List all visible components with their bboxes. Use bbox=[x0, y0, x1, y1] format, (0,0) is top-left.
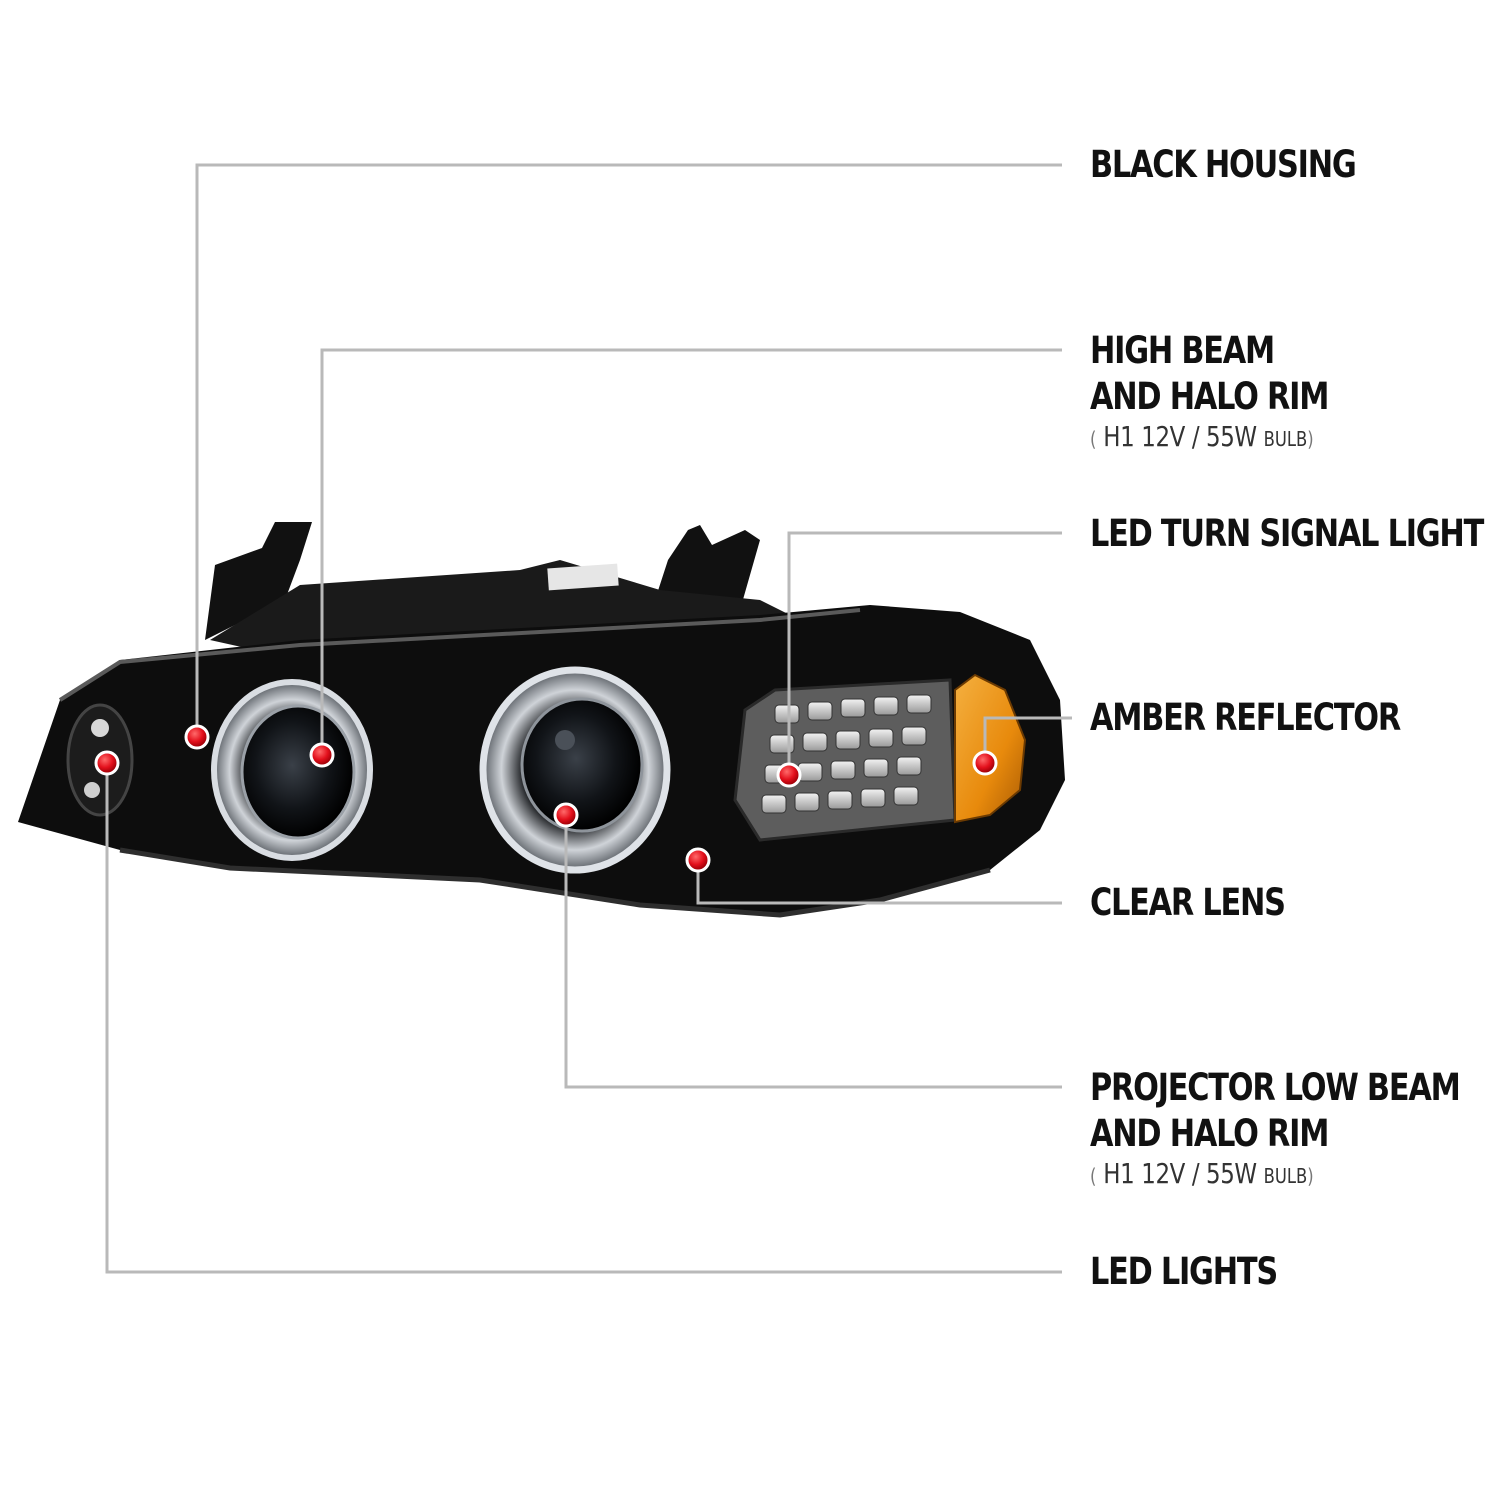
bulb-spec: ( H1 12V / 55W BULB) bbox=[1090, 420, 1328, 456]
marker-led-lights bbox=[94, 750, 120, 776]
spec-unit: BULB bbox=[1263, 427, 1308, 451]
marker-clear-lens bbox=[685, 847, 711, 873]
headlight-assembly bbox=[18, 522, 1065, 918]
label-text: LED LIGHTS bbox=[1090, 1250, 1278, 1293]
leader-line-amber-reflector bbox=[983, 716, 1072, 763]
label-led-turn-signal: LED TURN SIGNAL LIGHT bbox=[1090, 511, 1484, 557]
spec-open: ( bbox=[1090, 1164, 1097, 1188]
spec-close: ) bbox=[1307, 427, 1314, 451]
amber-reflector-shape bbox=[954, 673, 1027, 824]
spec-main: H1 12V / 55W bbox=[1103, 420, 1257, 453]
leader-line-projector-low-beam bbox=[564, 815, 1062, 1089]
label-text: LED TURN SIGNAL LIGHT bbox=[1090, 512, 1484, 555]
spec-main: H1 12V / 55W bbox=[1103, 1157, 1257, 1190]
label-line-2: AND HALO RIM bbox=[1090, 1112, 1329, 1155]
led-bulb bbox=[91, 719, 109, 737]
label-text: AMBER REFLECTOR bbox=[1090, 696, 1401, 739]
led-bulb bbox=[84, 782, 100, 798]
mounting-bracket-left bbox=[205, 522, 312, 640]
label-text: CLEAR LENS bbox=[1090, 881, 1286, 924]
marker-amber-reflector bbox=[972, 750, 998, 776]
low-beam-projector-lens bbox=[520, 697, 644, 833]
callout-markers bbox=[94, 724, 998, 873]
marker-projector-low-beam bbox=[553, 802, 579, 828]
label-line-1: PROJECTOR LOW BEAM bbox=[1090, 1066, 1461, 1109]
housing-sticker bbox=[547, 563, 619, 591]
leader-line-black-housing bbox=[195, 163, 1062, 737]
marker-black-housing bbox=[184, 724, 210, 750]
chrome-trim bbox=[58, 608, 861, 702]
spec-close: ) bbox=[1307, 1164, 1314, 1188]
spec-open: ( bbox=[1090, 427, 1097, 451]
projector-glint bbox=[555, 730, 575, 750]
leader-line-led-turn-signal bbox=[787, 531, 1062, 775]
marker-led-turn-signal bbox=[776, 762, 802, 788]
marker-high-beam bbox=[309, 742, 335, 768]
mounting-bracket-right bbox=[655, 525, 760, 610]
high-beam-lens bbox=[240, 704, 356, 840]
label-line-1: HIGH BEAM bbox=[1090, 329, 1275, 372]
label-amber-reflector: AMBER REFLECTOR bbox=[1090, 695, 1401, 741]
label-line-2: AND HALO RIM bbox=[1090, 375, 1329, 418]
clear-lens-edge bbox=[119, 847, 991, 918]
leader-line-high-beam bbox=[320, 348, 1062, 755]
label-text: BLACK HOUSING bbox=[1090, 143, 1357, 186]
label-projector-low-beam: PROJECTOR LOW BEAM AND HALO RIM ( H1 12V… bbox=[1090, 1065, 1461, 1193]
leader-line-clear-lens bbox=[696, 860, 1062, 905]
label-led-lights: LED LIGHTS bbox=[1090, 1249, 1278, 1295]
spec-unit: BULB bbox=[1263, 1164, 1308, 1188]
leader-lines bbox=[105, 163, 1072, 1274]
leader-line-led-lights bbox=[105, 763, 1062, 1274]
label-clear-lens: CLEAR LENS bbox=[1090, 880, 1286, 926]
label-high-beam: HIGH BEAM AND HALO RIM ( H1 12V / 55W BU… bbox=[1090, 328, 1329, 456]
bulb-spec: ( H1 12V / 55W BULB) bbox=[1090, 1157, 1460, 1193]
label-black-housing: BLACK HOUSING bbox=[1090, 142, 1357, 188]
